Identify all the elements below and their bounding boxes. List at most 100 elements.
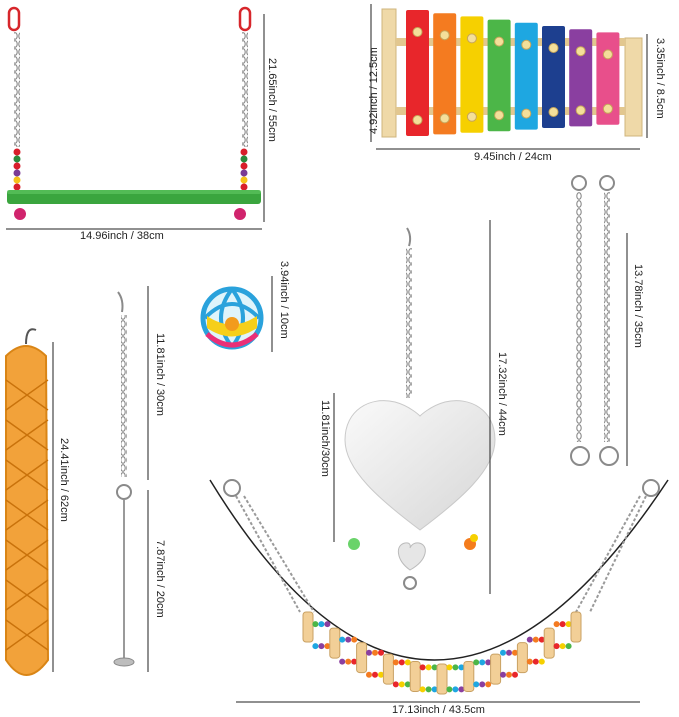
bridge-bead bbox=[419, 686, 426, 693]
swing-left-beads bbox=[13, 148, 21, 191]
bridge-bead bbox=[538, 636, 545, 643]
swing-left-chain bbox=[14, 32, 20, 147]
xylophone-peg bbox=[466, 111, 477, 122]
bridge-bead bbox=[324, 621, 331, 628]
hay-net bbox=[5, 328, 54, 676]
xylophone-bar bbox=[406, 10, 429, 136]
bridge-bead bbox=[431, 664, 438, 671]
bridge-bead bbox=[446, 686, 453, 693]
heart-mirror bbox=[333, 220, 496, 594]
bridge-bead bbox=[512, 649, 518, 656]
xylophone-bar bbox=[542, 26, 565, 128]
bridge-bead bbox=[532, 658, 539, 665]
bridge-bead bbox=[345, 636, 352, 643]
xylophone-peg bbox=[575, 105, 586, 116]
xylophone-bar bbox=[487, 19, 511, 132]
bridge-bead bbox=[324, 643, 331, 650]
bridge-bead bbox=[372, 671, 378, 678]
bridge-bead bbox=[458, 686, 465, 693]
bridge-bead bbox=[339, 658, 346, 665]
spare-chains bbox=[570, 175, 628, 466]
bridge-plank bbox=[436, 663, 448, 695]
bridge-bead bbox=[345, 658, 352, 665]
bridge-plank bbox=[356, 642, 368, 674]
bridge-bead bbox=[425, 686, 432, 693]
bridge-width-label: 17.13inch / 43.5cm bbox=[392, 704, 485, 716]
bridge-bead bbox=[512, 671, 518, 678]
hay-net-length-label: 24.41inch / 62cm bbox=[58, 438, 70, 522]
rattle-ball bbox=[200, 276, 273, 352]
xylophone-frame-left bbox=[381, 8, 397, 138]
bridge-bead bbox=[425, 664, 432, 671]
bridge-bead bbox=[500, 671, 506, 678]
bridge-bead bbox=[378, 671, 384, 678]
bridge-bead bbox=[526, 636, 533, 643]
xylophone-peg bbox=[412, 27, 423, 37]
bridge-bead bbox=[506, 649, 512, 656]
xylophone-peg bbox=[494, 36, 505, 47]
bridge-bead bbox=[485, 659, 492, 666]
bridge-bead bbox=[398, 659, 405, 666]
bridge-bead bbox=[452, 664, 459, 671]
bridge-bead bbox=[473, 659, 480, 666]
bridge-bead bbox=[392, 659, 399, 666]
bridge-bead bbox=[351, 658, 358, 665]
xylophone-peg bbox=[412, 115, 423, 125]
xylophone-peg bbox=[575, 46, 586, 57]
xylophone-peg bbox=[439, 30, 450, 41]
xylophone-bar bbox=[596, 32, 620, 125]
bridge-bead bbox=[372, 649, 378, 656]
xylophone-peg bbox=[602, 103, 613, 114]
bridge-bead bbox=[366, 671, 372, 678]
right-bell bbox=[234, 208, 246, 220]
swing-right-beads bbox=[240, 148, 248, 191]
bridge-bead bbox=[318, 621, 325, 628]
bridge-plank bbox=[409, 660, 421, 692]
heart-mirror-plate bbox=[344, 400, 496, 531]
bridge-bead bbox=[485, 681, 492, 688]
bridge-bead bbox=[479, 659, 486, 666]
bridge-bead bbox=[339, 636, 346, 643]
rope-bridge bbox=[209, 479, 669, 703]
ball-size-label: 3.94inch / 10cm bbox=[278, 261, 290, 339]
bridge-bead bbox=[318, 643, 325, 650]
bridge-bead bbox=[446, 664, 453, 671]
skewer-chain-label: 11.81inch / 30cm bbox=[154, 333, 166, 416]
bridge-bead bbox=[452, 686, 459, 693]
xylophone-bar bbox=[433, 13, 457, 135]
bridge-plank bbox=[463, 660, 475, 692]
bridge-plank bbox=[570, 611, 582, 643]
bridge-bead bbox=[366, 649, 372, 656]
bridge-bead bbox=[559, 643, 566, 650]
bridge-bead bbox=[351, 636, 358, 643]
xylophone-width-label: 9.45inch / 24cm bbox=[474, 151, 552, 163]
bridge-bead bbox=[392, 681, 399, 688]
bridge-plank bbox=[543, 627, 555, 659]
xylophone-bar bbox=[569, 29, 593, 127]
xylophone-peg bbox=[521, 108, 532, 119]
xylophone-bars bbox=[406, 10, 620, 136]
xylophone-peg bbox=[548, 43, 559, 53]
bridge-bead bbox=[312, 621, 319, 628]
bridge-bead bbox=[398, 681, 405, 688]
food-skewer bbox=[113, 286, 149, 672]
xylophone-bar-height-label: 3.35inch / 8.5cm bbox=[654, 38, 666, 119]
chains-length-label: 13.78inch / 35cm bbox=[632, 264, 644, 348]
xylophone-peg bbox=[494, 110, 505, 121]
bridge-plank bbox=[329, 627, 341, 659]
xylophone bbox=[370, 4, 648, 150]
bridge-bead bbox=[458, 664, 465, 671]
bridge-bead bbox=[506, 671, 512, 678]
skewer-spike-label: 7.87inch / 20cm bbox=[154, 540, 166, 618]
bridge-bead bbox=[565, 621, 572, 628]
bridge-bead bbox=[538, 658, 545, 665]
xylophone-peg bbox=[439, 113, 450, 124]
swing-right-chain bbox=[242, 32, 248, 147]
xylophone-frame-right bbox=[624, 37, 643, 137]
xylophone-peg bbox=[466, 33, 477, 44]
bridge-bead bbox=[553, 621, 560, 628]
bridge-plank bbox=[516, 642, 528, 674]
xylophone-peg bbox=[521, 39, 532, 50]
bridge-bead bbox=[431, 686, 438, 693]
